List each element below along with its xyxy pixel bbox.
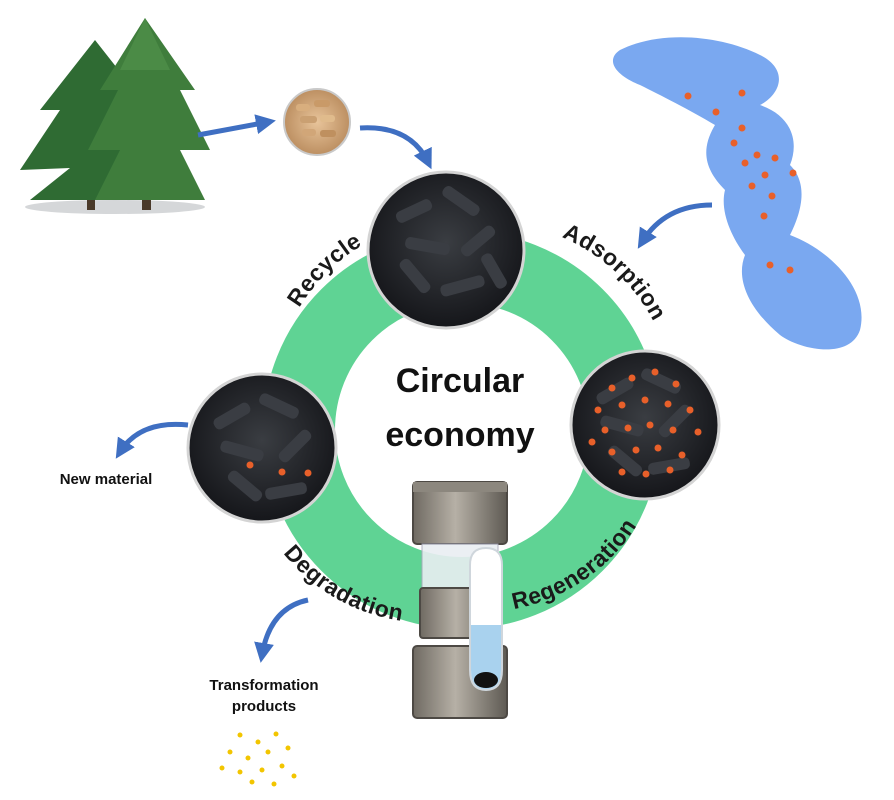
arrow-tree-to-pellets [197,114,276,138]
carbon-left-icon [186,372,338,524]
arrow-pellets-to-carbon [359,125,432,170]
tree-icon [20,18,210,214]
carbon-top-icon [366,170,526,330]
carbon-right-icon [569,349,721,501]
wood-pellets-icon [283,88,351,156]
center-title-line2: economy [385,416,534,454]
arrow-to-transformation-products [254,597,309,663]
reactor-icon [412,481,508,719]
output-label-new-material: New material [60,471,153,488]
output-label-transformation-line1: Transformation [209,677,318,694]
polluted-water-icon [612,37,862,350]
transformation-products-dots [219,731,297,787]
output-label-transformation-line2: products [232,698,296,715]
arrow-water-to-adsorption [637,202,713,249]
center-title-line1: Circular [396,362,525,400]
arrow-to-new-material [115,421,189,459]
